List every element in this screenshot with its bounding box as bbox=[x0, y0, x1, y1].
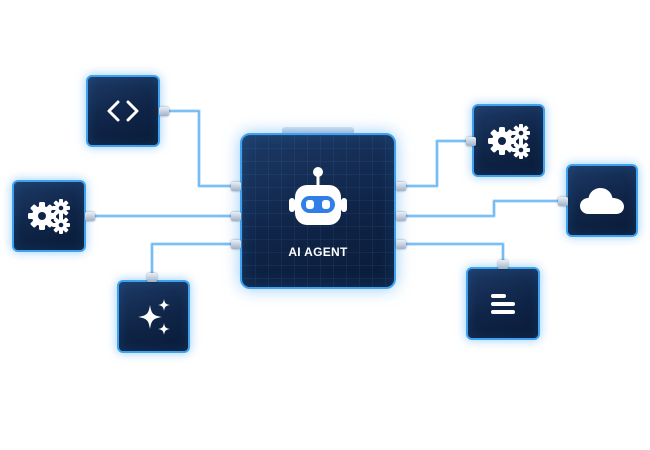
ai-agent-hub[interactable]: AI AGENT bbox=[240, 133, 396, 289]
hub-port-right-3 bbox=[396, 240, 406, 249]
gears-node-left[interactable] bbox=[12, 180, 86, 252]
cloud-node[interactable] bbox=[566, 164, 638, 237]
sparkles-node-port bbox=[147, 273, 157, 282]
code-node[interactable] bbox=[86, 75, 160, 147]
gears-node-right[interactable] bbox=[472, 104, 545, 177]
wire-document bbox=[394, 242, 505, 269]
wire-code bbox=[158, 109, 242, 188]
code-brackets-icon bbox=[105, 97, 141, 125]
hub-top-tab bbox=[282, 127, 354, 135]
document-node[interactable] bbox=[466, 267, 540, 340]
cloud-icon bbox=[579, 186, 625, 216]
gears-icon bbox=[486, 122, 532, 160]
hub-port-right-2 bbox=[396, 212, 406, 221]
sparkles-icon bbox=[134, 297, 174, 337]
hub-port-left-2 bbox=[231, 212, 241, 221]
sparkles-node[interactable] bbox=[117, 280, 190, 353]
hub-port-right-1 bbox=[396, 182, 406, 191]
gears-node-right-port bbox=[466, 137, 476, 146]
wire-cloud bbox=[394, 199, 568, 218]
gears-node-left-port bbox=[85, 212, 95, 221]
hub-port-left-3 bbox=[231, 240, 241, 249]
hub-label: AI AGENT bbox=[288, 245, 348, 259]
code-node-port bbox=[159, 107, 169, 116]
gears-icon bbox=[26, 197, 72, 235]
robot-icon bbox=[286, 163, 350, 235]
wire-gears-right bbox=[394, 139, 474, 188]
text-lines-icon bbox=[488, 291, 518, 317]
hub-port-left-1 bbox=[231, 182, 241, 191]
cloud-node-port bbox=[558, 197, 568, 206]
document-node-port bbox=[498, 260, 508, 269]
wire-sparkles bbox=[150, 242, 242, 282]
